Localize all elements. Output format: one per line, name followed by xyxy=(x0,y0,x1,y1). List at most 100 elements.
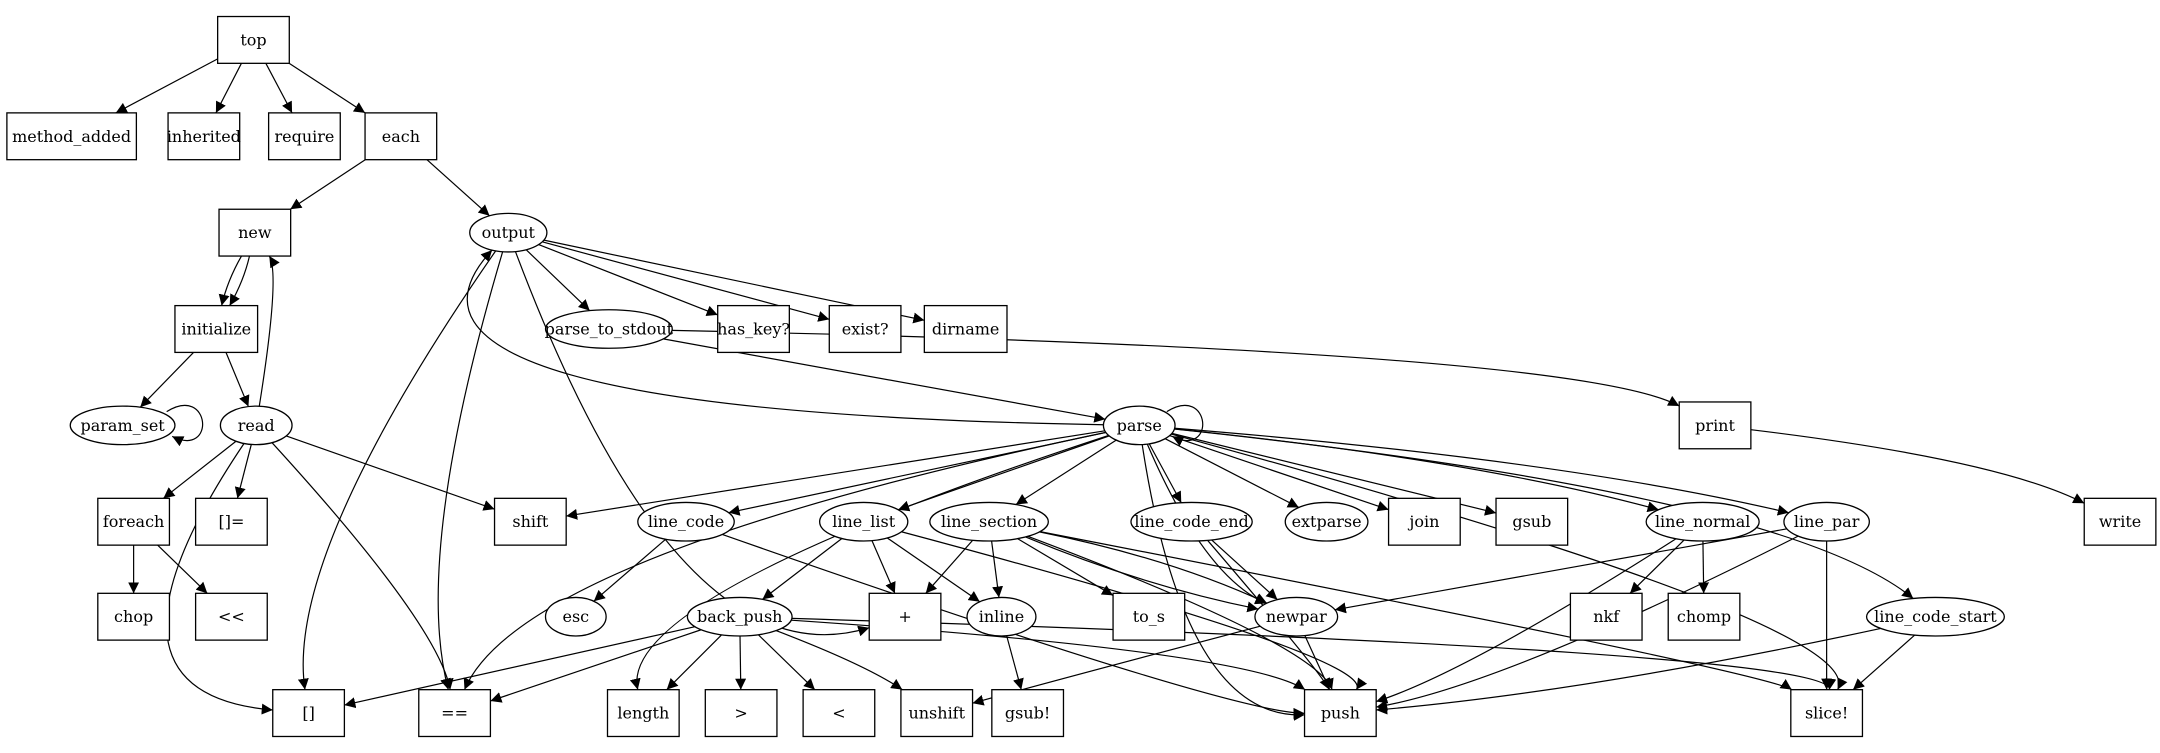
node-shape xyxy=(167,112,241,161)
node-shape xyxy=(1667,592,1741,641)
node-shape xyxy=(6,112,138,161)
edge-inline-to-gsub_bang xyxy=(1006,635,1024,690)
node-label: to_s xyxy=(1133,607,1165,626)
node-nkf: nkf xyxy=(1569,592,1643,641)
edge-top-to-each xyxy=(288,62,366,114)
edge-each-to-new xyxy=(289,159,366,210)
node-shape xyxy=(923,304,1008,354)
node-line-section: line_section xyxy=(929,501,1049,542)
node-shape xyxy=(637,501,735,542)
node-shape xyxy=(991,689,1065,738)
node-require: require xyxy=(267,112,341,161)
node-shape xyxy=(1495,497,1569,546)
edge-top-to-method_added xyxy=(115,58,218,114)
edge-line_code_start-to-push xyxy=(1376,627,1881,715)
edge-back_push-to-length xyxy=(666,634,723,691)
node-shape xyxy=(1569,592,1643,641)
node-index: [] xyxy=(272,689,346,738)
node-shift: shift xyxy=(493,497,567,546)
edge-parse-to-line_normal xyxy=(1174,428,1659,513)
node-shape xyxy=(1387,497,1461,546)
edge-output-to-exist xyxy=(542,241,830,322)
node-shape xyxy=(1130,501,1253,542)
node-label: newpar xyxy=(1266,607,1327,626)
edge-each-to-output xyxy=(426,159,490,217)
node-label: shift xyxy=(512,512,549,531)
edge-line_code-to-push xyxy=(722,533,1305,719)
node-join: join xyxy=(1387,497,1461,546)
node-label: << xyxy=(218,607,245,626)
edge-initialize-to-read xyxy=(225,352,250,407)
node-esc: esc xyxy=(544,596,607,637)
node-parse: parse xyxy=(1102,405,1176,446)
node-label: []= xyxy=(218,512,244,531)
node-label: exist? xyxy=(842,320,889,339)
node-shape xyxy=(174,304,259,354)
node-length: length xyxy=(606,689,680,738)
node-label: line_normal xyxy=(1655,512,1750,531)
node-gt: > xyxy=(704,689,778,738)
node-shape xyxy=(1102,405,1176,446)
node-parse-to-stdout: parse_to_stdout xyxy=(544,309,674,349)
edge-line_list-to-plus xyxy=(871,540,896,594)
node-label: line_code_start xyxy=(1874,607,1997,626)
edge-read-to-new xyxy=(258,255,280,407)
node-label: + xyxy=(898,607,911,626)
edge-parse-to-shift xyxy=(566,430,1105,520)
node-label: nkf xyxy=(1593,607,1620,626)
edge-param_set-to-param_set xyxy=(166,404,204,447)
node-shape xyxy=(217,15,290,64)
node-label: [] xyxy=(302,704,314,723)
node-bracket-assign: []= xyxy=(194,497,268,546)
node-label: length xyxy=(617,704,669,723)
node-shape xyxy=(364,112,438,161)
edge-line_list-to-back_push xyxy=(762,537,843,600)
node-label: line_code xyxy=(648,512,724,531)
edge-parse-to-newpar xyxy=(1146,443,1267,605)
node-slice-bang: slice! xyxy=(1790,689,1864,738)
node-label: line_list xyxy=(832,512,895,531)
node-foreach: foreach xyxy=(97,497,171,546)
node-shape xyxy=(544,596,607,637)
edge-line_section-to-to_s xyxy=(1017,538,1114,596)
node-push: push xyxy=(1303,689,1377,738)
node-label: each xyxy=(382,127,420,146)
node-shape xyxy=(194,592,268,641)
node-shape xyxy=(1790,689,1864,738)
edge-line_code-to-esc xyxy=(593,538,667,602)
node-shape xyxy=(97,497,171,546)
node-chop: chop xyxy=(97,592,171,641)
edge-parse-to-line_par xyxy=(1174,427,1789,516)
node-back-push: back_push xyxy=(686,596,793,637)
node-chomp: chomp xyxy=(1667,592,1741,641)
edge-line_normal-to-push xyxy=(1375,538,1677,704)
node-param-set: param_set xyxy=(69,405,176,446)
node-read: read xyxy=(219,405,293,446)
node-shape xyxy=(966,596,1037,637)
node-label: back_push xyxy=(697,607,783,626)
node-label: gsub xyxy=(1512,512,1551,531)
node-shape xyxy=(418,689,492,738)
node-label: esc xyxy=(562,607,589,626)
edge-output-to-plus xyxy=(514,251,870,637)
node-shape xyxy=(544,309,673,349)
node-label: write xyxy=(2099,512,2141,531)
edge-line_section-to-inline xyxy=(991,540,1004,598)
node-label: > xyxy=(734,704,747,723)
node-shape xyxy=(194,497,268,546)
node-shape xyxy=(1783,501,1870,542)
node-initialize: initialize xyxy=(174,304,259,354)
node-shape xyxy=(219,405,293,446)
edge-line_section-to-newpar xyxy=(1039,531,1268,604)
edge-line_section-to-plus xyxy=(925,539,974,594)
edge-output-to-eqeq xyxy=(437,251,504,690)
edge-read-to-shift xyxy=(286,435,495,511)
node-shape xyxy=(929,501,1049,542)
edge-line_section-to-newpar xyxy=(1025,536,1259,613)
node-label: initialize xyxy=(181,320,251,339)
node-label: < xyxy=(832,704,845,723)
node-shape xyxy=(900,689,974,738)
edge-back_push-to-slice_bang xyxy=(791,617,1837,690)
